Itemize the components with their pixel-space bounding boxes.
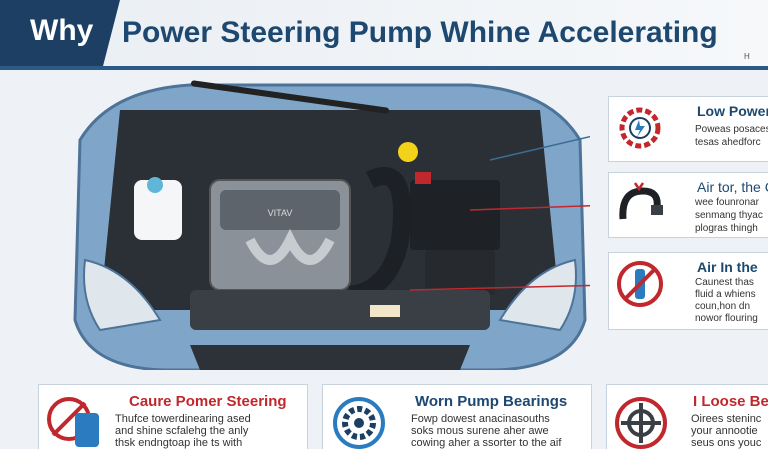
battery xyxy=(410,180,500,250)
page-title: Power Steering Pump Whine Accelerating xyxy=(122,16,718,49)
warning-label xyxy=(370,305,400,317)
callout-title: Low Power xyxy=(697,103,768,119)
card-line: Fowp dowest anacinasouths xyxy=(411,413,550,425)
leader-line-3 xyxy=(409,284,590,291)
card-loose-belt: I Loose Be Oirees steninc your annootie … xyxy=(606,384,768,449)
card-line: cowing aher a ssorter to the aif xyxy=(411,437,562,449)
engine-bay-illustration: VITAV xyxy=(73,80,590,370)
engine-badge: VITAV xyxy=(268,208,293,218)
card-power-steering: Caure Pomer Steering Thufce towerdineari… xyxy=(38,384,308,449)
callout-line: coun,hon dn xyxy=(695,301,751,312)
coolant-reservoir xyxy=(134,180,182,240)
card-line: soks mous surene aher awe xyxy=(411,425,549,437)
reservoir-cap xyxy=(398,142,418,162)
card-title: I Loose Be xyxy=(693,393,768,410)
header-mark: H xyxy=(744,52,750,61)
callout-line: Caunest thas xyxy=(695,277,754,288)
why-block xyxy=(0,0,120,70)
header-rule xyxy=(0,66,768,70)
hose-icon xyxy=(619,182,663,220)
card-line: Thufce towerdinearing ased xyxy=(115,413,251,425)
callout-low-power: Low Power Poweas posaces tesas ahedforc xyxy=(608,96,768,162)
fluid-warning-icon xyxy=(47,397,99,447)
intake-hose xyxy=(348,167,411,304)
windshield-wiper xyxy=(190,80,390,114)
gear-bolt-icon xyxy=(619,107,661,149)
callout-line: plogras thingh xyxy=(695,223,758,234)
callout-line: fluid a whiens xyxy=(695,289,756,300)
card-line: seus ons youc xyxy=(691,437,762,449)
callout-line: tesas ahedforc xyxy=(695,137,761,148)
callout-line: nowor flouring xyxy=(695,313,758,324)
callout-line: wee founronar xyxy=(695,197,759,208)
callout-air-in: Air In the Caunest thas fluid a whiens c… xyxy=(608,252,768,330)
bearing-gear-icon xyxy=(333,397,385,449)
card-title: Worn Pump Bearings xyxy=(415,393,568,410)
fuse-box xyxy=(425,250,495,295)
card-line: Oirees steninc xyxy=(691,413,762,425)
callout-title: Air In the xyxy=(697,259,758,275)
card-line: and shine scfalehg the anly xyxy=(115,425,249,437)
card-title: Caure Pomer Steering xyxy=(129,393,287,410)
callout-air-tor: Air tor, the C wee founronar senmang thy… xyxy=(608,172,768,238)
leader-line-1 xyxy=(489,135,590,161)
header-banner: Why Power Steering Pump Whine Accelerati… xyxy=(0,0,768,70)
grille xyxy=(190,345,470,370)
radiator-support xyxy=(190,290,490,330)
pulley-icon xyxy=(615,397,667,449)
no-fluid-icon xyxy=(617,261,663,307)
callout-line: Poweas posaces xyxy=(695,124,768,135)
headlight-left xyxy=(83,258,162,332)
valve-cover xyxy=(220,190,340,230)
leader-line-2 xyxy=(469,204,590,211)
intake-manifold xyxy=(245,228,335,265)
callout-title: Air tor, the C xyxy=(697,179,768,195)
callout-line: senmang thyac xyxy=(695,210,763,221)
coolant-cap xyxy=(147,177,163,193)
card-line: thsk endngtoap ihe ts with xyxy=(115,437,243,449)
title-why: Why xyxy=(30,14,94,47)
card-worn-bearings: Worn Pump Bearings Fowp dowest anacinaso… xyxy=(322,384,592,449)
headlight-right xyxy=(498,258,577,332)
battery-terminal xyxy=(415,172,431,184)
card-line: your annootie xyxy=(691,425,758,437)
